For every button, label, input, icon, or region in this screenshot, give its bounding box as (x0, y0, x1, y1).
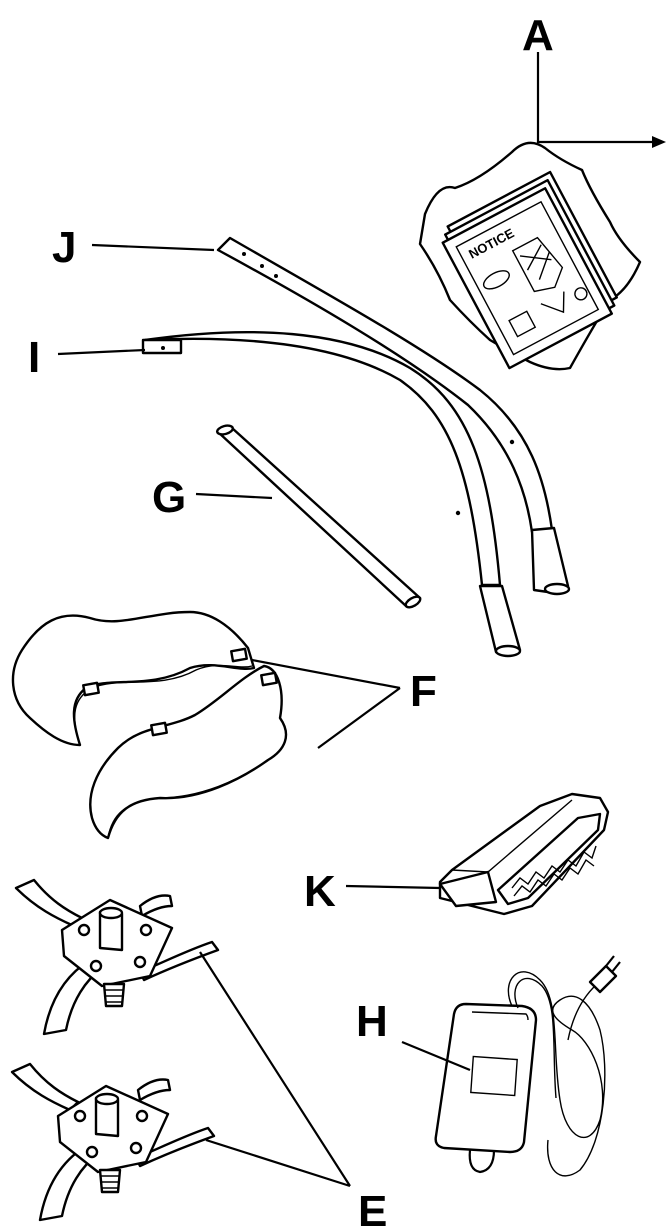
label-a: A (522, 11, 554, 60)
part-g-rod (216, 424, 422, 609)
part-a-document-packet: NOTICE (420, 52, 666, 369)
arrow-head-icon (652, 136, 666, 148)
label-j: J (52, 223, 76, 272)
part-h-charger (436, 956, 620, 1176)
part-e-upper-tine (16, 880, 218, 1034)
part-k-battery (440, 794, 608, 914)
label-i: I (28, 333, 40, 382)
label-h: H (356, 997, 388, 1046)
label-e: E (358, 1187, 387, 1229)
part-e-lower-tine (12, 1064, 214, 1220)
label-f: F (410, 667, 437, 716)
label-k: K (304, 867, 336, 916)
label-g: G (152, 473, 186, 522)
part-f-lower-shield (90, 666, 286, 838)
